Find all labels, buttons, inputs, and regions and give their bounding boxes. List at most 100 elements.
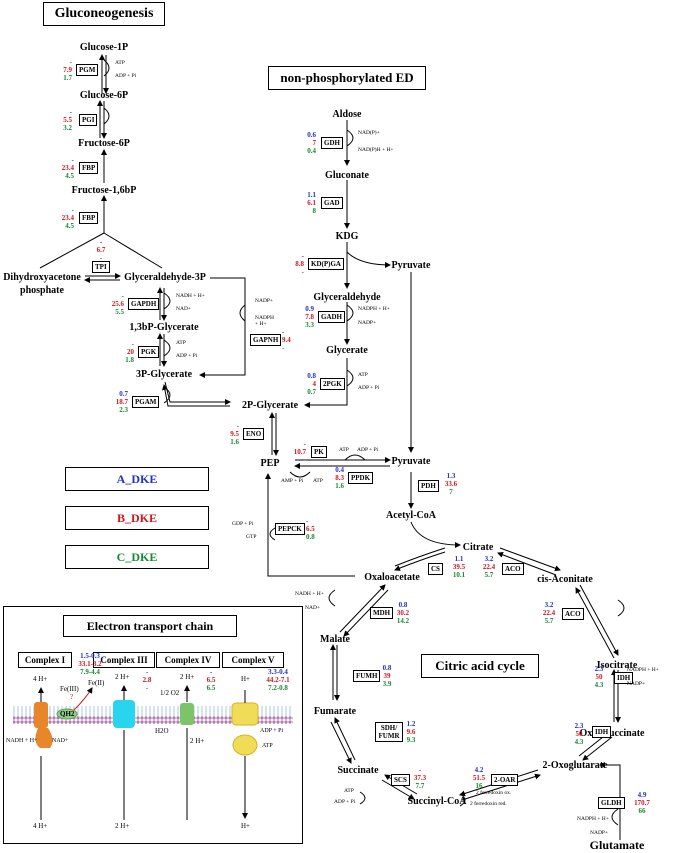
metabolite-citrate: Citrate — [462, 542, 494, 553]
metabolite-dhap: Dihydroxyacetone — [3, 272, 81, 283]
cofactor-atp-ppdk: ATP — [313, 478, 323, 484]
enzyme-sdh-fumr: SDH/ FUMR — [375, 722, 403, 742]
metabolite-2-oxoglutarate: 2-Oxoglutarate — [542, 760, 608, 771]
complex-iv-shape — [180, 703, 194, 725]
etc-h2-complex3-top: 2 H+ — [115, 673, 130, 681]
metabolite-cis-aconitate: cis-Aconitate — [537, 574, 593, 585]
cofactor-gtp-pepck: GTP — [246, 534, 257, 540]
metabolite-13bpg: 1,3bP-Glycerate — [129, 322, 199, 333]
metabolite-glycerate: Glycerate — [326, 345, 368, 356]
enzyme-gapdh: GAPDH — [128, 298, 160, 310]
enzyme-fumh: FUMH — [353, 670, 381, 682]
etc-title: Electron transport chain — [63, 615, 237, 637]
cofactor-adp-pgk: ADP + Pi — [176, 353, 198, 359]
metabolite-oxaloacetate: Oxaloacetate — [364, 572, 420, 583]
values-pk: -10.7- — [293, 440, 306, 464]
enzyme-fbp-2: FBP — [79, 212, 99, 224]
enzyme-gdh: GDH — [321, 137, 343, 149]
enzyme-aco-2: ACO — [562, 608, 584, 620]
cofactor-atp-2pgk: ATP — [358, 372, 368, 378]
cofactor-nadph-gapnh: NADPH + H+ — [255, 315, 274, 327]
metabolite-malate: Malate — [320, 634, 350, 645]
cofactor-adp-scs: ADP + Pi — [334, 799, 356, 805]
cofactor-atp-pgm: ATP — [115, 60, 125, 66]
metabolite-glyceraldehyde: Glyceraldehyde — [313, 292, 381, 303]
cofactor-fdred: 2 ferredoxin red. — [470, 801, 507, 807]
metabolite-3pg: 3P-Glycerate — [135, 369, 193, 380]
metabolite-glucose-6p: Glucose-6P — [79, 90, 129, 101]
cofactor-nad-mdh: NAD+ — [305, 605, 321, 611]
etc-nad: NAD+ — [52, 738, 69, 744]
values-gapnh: -9.4- — [282, 328, 291, 352]
etc-o2: 1/2 O2 — [160, 689, 180, 697]
metabolite-kdg: KDG — [335, 231, 359, 242]
enzyme-kdpga: KD(P)GA — [308, 258, 344, 270]
qh2-shape — [56, 708, 78, 720]
cofactor-gdp-pepck: GDP + Pi — [232, 521, 254, 527]
metabolite-2pg: 2P-Glycerate — [241, 400, 299, 411]
cofactor-nadph-gldh: NADPH + H+ — [577, 816, 609, 822]
metabolite-ga3p: Glyceraldehyde-3P — [124, 272, 206, 283]
enzyme-pgam: PGAM — [132, 396, 160, 408]
metabolite-succinate: Succinate — [337, 765, 379, 776]
enzyme-pdh: PDH — [418, 480, 439, 492]
etc-atp: ATP — [262, 743, 273, 749]
cofactor-nadp-gdh: NAD(P)+ — [358, 130, 380, 136]
legend-c-dke: C_DKE — [65, 545, 209, 569]
cofactor-nadp-idh: NADP+ — [627, 681, 646, 687]
enzyme-2oar: 2-OAR — [491, 774, 519, 786]
etc-hplus-bottom: H+ — [241, 822, 251, 830]
enzyme-mdh: MDH — [370, 607, 394, 619]
enzyme-ppdk: PPDK — [348, 472, 374, 484]
enzyme-tpi: TPI — [92, 261, 110, 273]
metabolite-succinyl-coa: Succinyl-CoA — [407, 796, 467, 807]
cofactor-nadp-gadh: NADP+ — [358, 320, 377, 326]
cofactor-fdox: 2 ferredoxin ox. — [476, 790, 512, 796]
cofactor-nadh-gapdh: NADH + H+ — [176, 293, 205, 299]
metabolite-pyruvate-2: Pyruvate — [391, 456, 431, 467]
cofactor-nadp-gapnh: NADP+ — [255, 298, 274, 304]
complex-i-label: Complex I — [18, 652, 72, 668]
cofactor-adp-pk: ADP + Pi — [357, 447, 379, 453]
etc-h4-bottom: 4 H+ — [33, 822, 48, 830]
enzyme-2pgk: 2PGK — [320, 378, 345, 390]
enzyme-fbp-1: FBP — [79, 162, 99, 174]
etc-h2o: H2O — [155, 727, 169, 735]
metabolite-fumarate: Fumarate — [313, 706, 357, 717]
etc-h4-top: 4 H+ — [33, 675, 48, 683]
enzyme-pgm: PGM — [76, 64, 99, 76]
etc-fe3: Fe(III) — [60, 685, 79, 693]
enzyme-pgk: PGK — [138, 346, 160, 358]
metabolite-aldose: Aldose — [332, 109, 362, 120]
enzyme-pgi: PGI — [79, 114, 98, 126]
enzyme-idh-2: IDH — [592, 726, 612, 738]
metabolite-fructose-bp: Fructose-1,6bP — [71, 185, 137, 196]
cofactor-adp-2pgk: ADP + Pi — [358, 385, 380, 391]
enzyme-gldh: GLDH — [598, 797, 625, 809]
metabolite-dhap-2: phosphate — [20, 285, 64, 296]
cofactor-amp-ppdk: AMP + Pi — [281, 478, 304, 484]
enzyme-scs: SCS — [391, 774, 410, 786]
metabolite-glutamate: Glutamate — [589, 838, 645, 852]
etc-fe2: Fe(II) — [88, 679, 105, 687]
complex-iii-shape — [113, 700, 135, 728]
metabolite-acetyl-coa: Acetyl-CoA — [386, 510, 436, 521]
etc-qh2: QH2 — [60, 710, 75, 718]
